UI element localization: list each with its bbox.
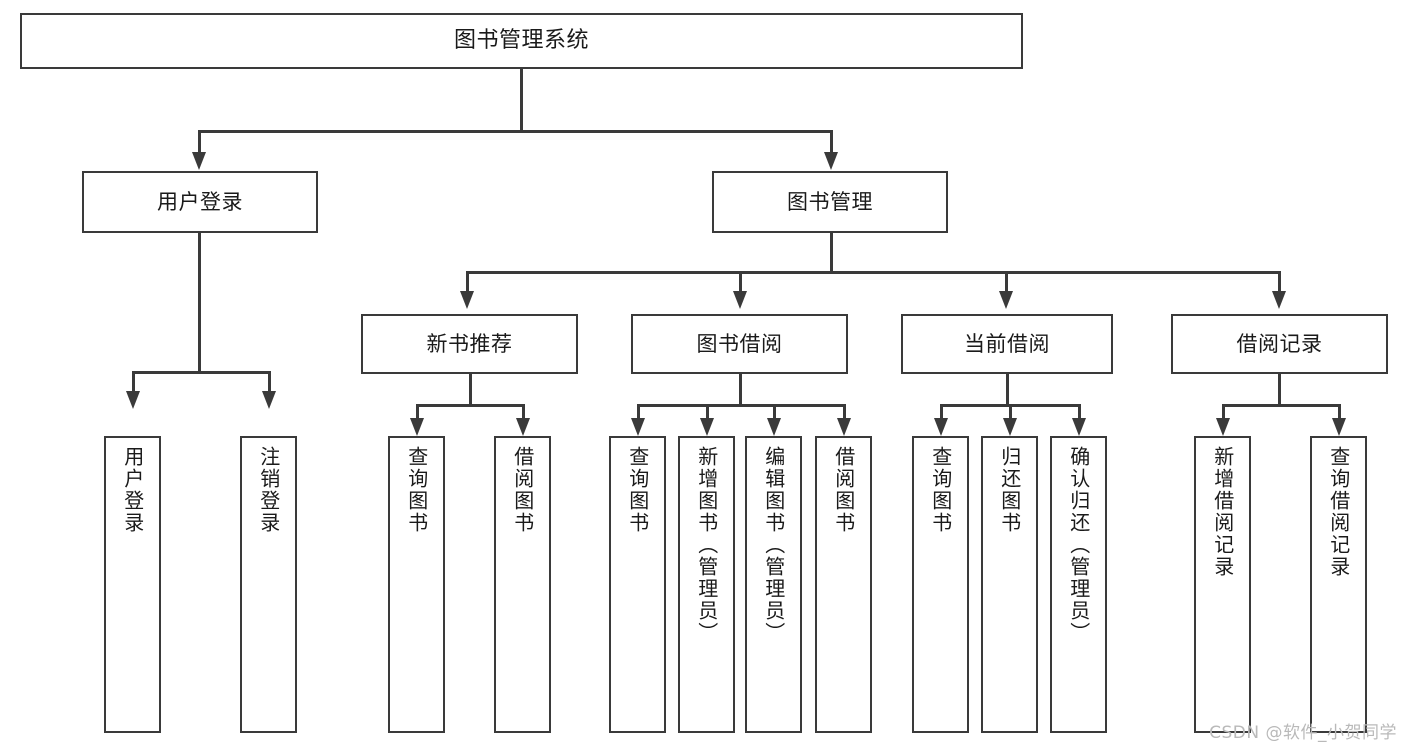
- leaf-nbr-query-book[interactable]: 查询图书: [388, 436, 445, 733]
- leaf-cb-query-book[interactable]: 查询图书: [912, 436, 969, 733]
- edge-current-borrow-stem: [1006, 374, 1009, 406]
- edge-drop-br-leaf-2: [1338, 404, 1341, 420]
- edge-drop-book-management: [830, 130, 833, 154]
- arrow-to-cb-leaf-3: [1072, 418, 1086, 436]
- edge-drop-br-leaf-1: [1222, 404, 1225, 420]
- leaf-bb-borrow-book[interactable]: 借阅图书: [815, 436, 872, 733]
- node-book-borrow[interactable]: 图书借阅: [631, 314, 848, 374]
- edge-drop-cb-leaf-1: [940, 404, 943, 420]
- edge-drop-current-borrow: [1005, 271, 1008, 293]
- edge-drop-nbr-leaf-1: [416, 404, 419, 420]
- leaf-bb-add-book-admin[interactable]: 新增图书（管理员）: [678, 436, 735, 733]
- node-root-book-management-system[interactable]: 图书管理系统: [20, 13, 1023, 69]
- edge-drop-user-login: [198, 130, 201, 154]
- arrow-to-new-book-recommend: [460, 291, 474, 309]
- edge-book-borrow-stem: [739, 374, 742, 406]
- arrow-to-nbr-leaf-1: [410, 418, 424, 436]
- node-label: 查询借阅记录: [1326, 446, 1351, 578]
- node-label: 借阅图书: [510, 446, 535, 534]
- edge-bus-new-book-recommend-leaves: [416, 404, 524, 407]
- arrow-to-br-leaf-1: [1216, 418, 1230, 436]
- leaf-user-login-logout[interactable]: 注销登录: [240, 436, 297, 733]
- edge-borrow-record-stem: [1278, 374, 1281, 406]
- edge-drop-bb-leaf-3: [773, 404, 776, 420]
- node-book-management[interactable]: 图书管理: [712, 171, 948, 233]
- edge-root-stem: [520, 69, 523, 131]
- node-label: 查询图书: [928, 446, 953, 534]
- arrow-to-book-management: [824, 152, 838, 170]
- edge-user-login-stem: [198, 233, 201, 373]
- edge-new-book-recommend-stem: [469, 374, 472, 406]
- arrow-to-bb-leaf-1: [631, 418, 645, 436]
- edge-drop-nbr-leaf-2: [522, 404, 525, 420]
- node-label: 查询图书: [404, 446, 429, 534]
- arrow-to-br-leaf-2: [1332, 418, 1346, 436]
- node-label: 图书借阅: [696, 331, 783, 356]
- leaf-cb-return-book[interactable]: 归还图书: [981, 436, 1038, 733]
- leaf-user-login-login[interactable]: 用户登录: [104, 436, 161, 733]
- node-label: 图书管理系统: [453, 28, 589, 54]
- node-label: 确认归还（管理员）: [1066, 446, 1091, 644]
- leaf-br-query-record[interactable]: 查询借阅记录: [1310, 436, 1367, 733]
- node-label: 借阅记录: [1236, 331, 1323, 356]
- node-label: 当前借阅: [964, 331, 1050, 356]
- edge-bus-level3: [466, 271, 1280, 274]
- edge-drop-cb-leaf-3: [1078, 404, 1081, 420]
- edge-drop-leaf-user-login-2: [268, 371, 271, 393]
- arrow-to-cb-leaf-1: [934, 418, 948, 436]
- edge-drop-leaf-user-login-1: [132, 371, 135, 393]
- arrow-to-bb-leaf-2: [700, 418, 714, 436]
- edge-bus-borrow-record-leaves: [1222, 404, 1340, 407]
- leaf-nbr-borrow-book[interactable]: 借阅图书: [494, 436, 551, 733]
- arrow-to-cb-leaf-2: [1003, 418, 1017, 436]
- node-label: 新增借阅记录: [1210, 446, 1235, 578]
- arrow-to-current-borrow: [999, 291, 1013, 309]
- edge-drop-new-book-recommend: [466, 271, 469, 293]
- edge-drop-book-borrow: [739, 271, 742, 293]
- edge-drop-bb-leaf-1: [637, 404, 640, 420]
- edge-drop-bb-leaf-2: [706, 404, 709, 420]
- node-current-borrow[interactable]: 当前借阅: [901, 314, 1113, 374]
- leaf-bb-query-book[interactable]: 查询图书: [609, 436, 666, 733]
- edge-bus-user-login-leaves: [132, 371, 270, 374]
- leaf-cb-confirm-return-admin[interactable]: 确认归还（管理员）: [1050, 436, 1107, 733]
- watermark-text: CSDN @软件_小贺同学: [1209, 723, 1397, 743]
- arrow-to-nbr-leaf-2: [516, 418, 530, 436]
- edge-drop-cb-leaf-2: [1009, 404, 1012, 420]
- arrow-to-book-borrow: [733, 291, 747, 309]
- edge-drop-borrow-record: [1278, 271, 1281, 293]
- edge-bus-book-borrow-leaves: [637, 404, 845, 407]
- node-user-login[interactable]: 用户登录: [82, 171, 318, 233]
- arrow-to-leaf-user-login-1: [126, 391, 140, 409]
- leaf-br-add-record[interactable]: 新增借阅记录: [1194, 436, 1251, 733]
- node-label: 归还图书: [997, 446, 1022, 534]
- node-label: 借阅图书: [831, 446, 856, 534]
- arrow-to-user-login: [192, 152, 206, 170]
- arrow-to-bb-leaf-4: [837, 418, 851, 436]
- node-borrow-record[interactable]: 借阅记录: [1171, 314, 1388, 374]
- node-label: 用户登录: [157, 189, 243, 214]
- node-label: 注销登录: [256, 446, 281, 534]
- node-label: 查询图书: [625, 446, 650, 534]
- arrow-to-leaf-user-login-2: [262, 391, 276, 409]
- node-label: 新增图书（管理员）: [694, 446, 719, 644]
- edge-book-management-stem: [830, 233, 833, 273]
- edge-drop-bb-leaf-4: [843, 404, 846, 420]
- leaf-bb-edit-book-admin[interactable]: 编辑图书（管理员）: [745, 436, 802, 733]
- node-new-book-recommend[interactable]: 新书推荐: [361, 314, 578, 374]
- node-label: 编辑图书（管理员）: [761, 446, 786, 644]
- arrow-to-bb-leaf-3: [767, 418, 781, 436]
- node-label: 用户登录: [120, 446, 145, 534]
- arrow-to-borrow-record: [1272, 291, 1286, 309]
- edge-bus-level2: [198, 130, 832, 133]
- node-label: 图书管理: [787, 189, 873, 214]
- node-label: 新书推荐: [426, 331, 513, 356]
